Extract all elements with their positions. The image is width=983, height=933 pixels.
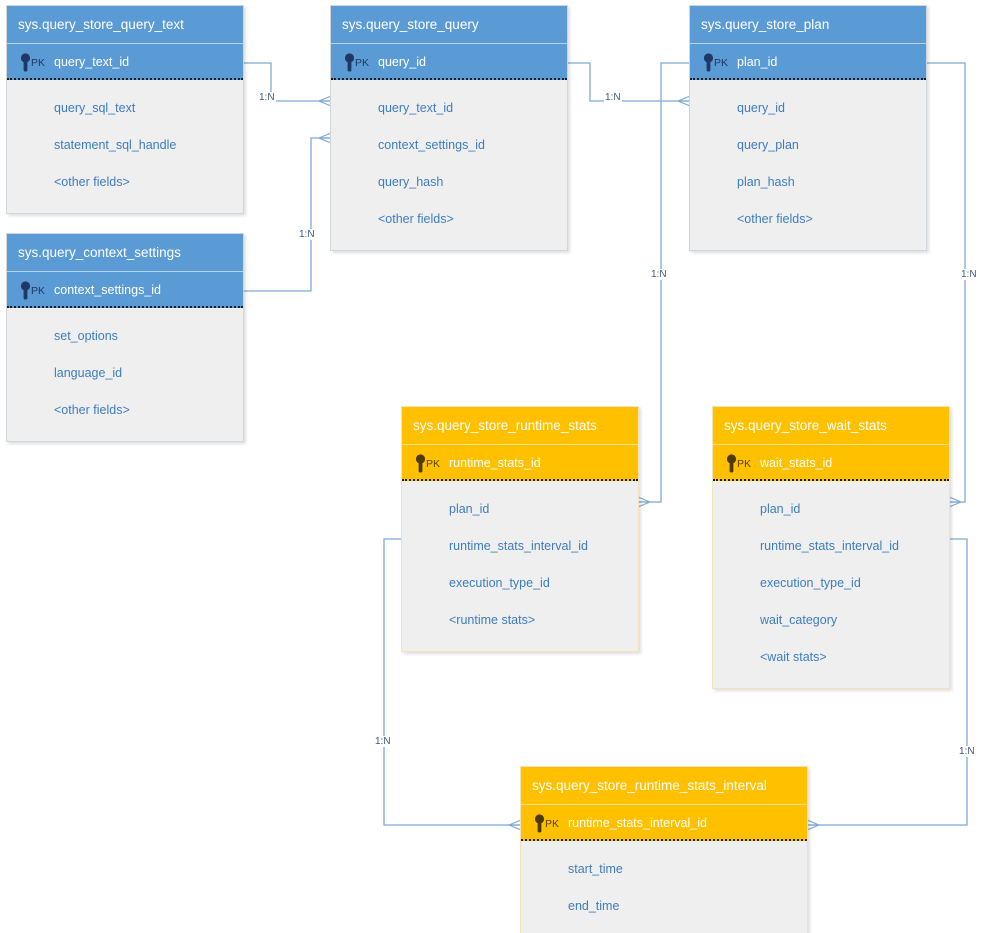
- entity-field[interactable]: wait_category: [760, 613, 838, 627]
- key-icon: [344, 53, 355, 72]
- pk-tag: PK: [31, 285, 46, 297]
- relationship-cardinality-label: 1:N: [960, 269, 978, 280]
- entity-field[interactable]: query_hash: [378, 175, 444, 189]
- entity-field-list: query_text_id context_settings_id query_ha…: [331, 80, 567, 250]
- entity-field[interactable]: query_text_id: [378, 101, 454, 115]
- entity-field-list: set_options language_id <other fields>: [7, 308, 243, 441]
- relationship-line[interactable]: [639, 62, 689, 502]
- entity-primary-key-label: runtime_stats_id: [449, 456, 541, 470]
- pk-tag: PK: [426, 458, 441, 470]
- entity-field[interactable]: query_id: [737, 101, 785, 115]
- entity-field[interactable]: execution_type_id: [760, 576, 861, 590]
- entity-primary-key-row[interactable]: PK query_id: [331, 43, 567, 80]
- entity-field[interactable]: <other fields>: [54, 403, 130, 417]
- entity-primary-key-row[interactable]: PK wait_stats_id: [713, 444, 949, 481]
- pk-tag: PK: [545, 818, 560, 830]
- entity-primary-key-row[interactable]: PK runtime_stats_id: [402, 444, 638, 481]
- entity-field[interactable]: set_options: [54, 329, 118, 343]
- relationship-cardinality-label: 1:N: [604, 92, 622, 103]
- pk-tag: PK: [355, 57, 370, 69]
- entity-title: sys.query_context_settings: [7, 234, 243, 271]
- entity-field[interactable]: runtime_stats_interval_id: [760, 539, 899, 553]
- relationship-cardinality-label: 1:N: [958, 746, 976, 757]
- entity-title: sys.query_store_runtime_stats_interval: [521, 767, 807, 804]
- entity-field[interactable]: <other fields>: [378, 212, 454, 226]
- relationship-cardinality-label: 1:N: [374, 736, 392, 747]
- entity-primary-key-label: query_id: [378, 55, 426, 69]
- entity-primary-key-row[interactable]: PK context_settings_id: [7, 271, 243, 308]
- entity-primary-key-label: wait_stats_id: [760, 456, 833, 470]
- pk-tag: PK: [737, 458, 752, 470]
- entity-field[interactable]: query_sql_text: [54, 101, 136, 115]
- entity-title: sys.query_store_query: [331, 6, 567, 43]
- entity-primary-key-row[interactable]: PK runtime_stats_interval_id: [521, 804, 807, 841]
- key-icon: [534, 814, 545, 833]
- key-icon: [20, 53, 31, 72]
- entity-title: sys.query_store_query_text: [7, 6, 243, 43]
- relationship-cardinality-label: 1:N: [298, 229, 316, 240]
- pk-tag: PK: [714, 57, 729, 69]
- entity-primary-key-label: runtime_stats_interval_id: [568, 816, 707, 830]
- entity-field[interactable]: execution_type_id: [449, 576, 550, 590]
- entity-field[interactable]: end_time: [568, 899, 620, 913]
- entity-field[interactable]: plan_id: [760, 502, 801, 516]
- key-icon: [415, 454, 426, 473]
- entity-primary-key-row[interactable]: PK plan_id: [690, 43, 926, 80]
- relationship-line[interactable]: [568, 62, 689, 101]
- entity-field[interactable]: statement_sql_handle: [54, 138, 177, 152]
- pk-tag: PK: [31, 57, 46, 69]
- entity-field-list: start_time end_time: [521, 841, 807, 933]
- entity-field-list: plan_id runtime_stats_interval_id executio…: [713, 481, 949, 688]
- entity-field[interactable]: <runtime stats>: [449, 613, 536, 627]
- relationship-line[interactable]: [244, 138, 330, 292]
- entity-field[interactable]: <wait stats>: [760, 650, 827, 664]
- entity-field[interactable]: plan_id: [449, 502, 490, 516]
- entity-field[interactable]: start_time: [568, 862, 623, 876]
- entity-field[interactable]: context_settings_id: [378, 138, 486, 152]
- entity-field-list: plan_id runtime_stats_interval_id executio…: [402, 481, 638, 651]
- key-icon: [726, 454, 737, 473]
- entity-field-list: query_sql_text statement_sql_handle <other…: [7, 80, 243, 213]
- key-icon: [703, 53, 714, 72]
- entity-field-list: query_id query_plan plan_hash <other fields…: [690, 80, 926, 250]
- entity-primary-key-label: plan_id: [737, 55, 778, 69]
- entity-title: sys.query_store_plan: [690, 6, 926, 43]
- entity-field[interactable]: language_id: [54, 366, 123, 380]
- key-icon: [20, 281, 31, 300]
- entity-primary-key-label: context_settings_id: [54, 283, 162, 297]
- entity-primary-key-row[interactable]: PK query_text_id: [7, 43, 243, 80]
- entity-field[interactable]: runtime_stats_interval_id: [449, 539, 588, 553]
- entity-field[interactable]: <other fields>: [54, 175, 130, 189]
- entity-field[interactable]: plan_hash: [737, 175, 795, 189]
- relationship-cardinality-label: 1:N: [650, 269, 668, 280]
- entity-title: sys.query_store_runtime_stats: [402, 407, 638, 444]
- entity-field[interactable]: <other fields>: [737, 212, 813, 226]
- relationship-line[interactable]: [244, 62, 330, 101]
- relationship-cardinality-label: 1:N: [258, 92, 276, 103]
- entity-primary-key-label: query_text_id: [54, 55, 130, 69]
- entity-field[interactable]: query_plan: [737, 138, 799, 152]
- entity-title: sys.query_store_wait_stats: [713, 407, 949, 444]
